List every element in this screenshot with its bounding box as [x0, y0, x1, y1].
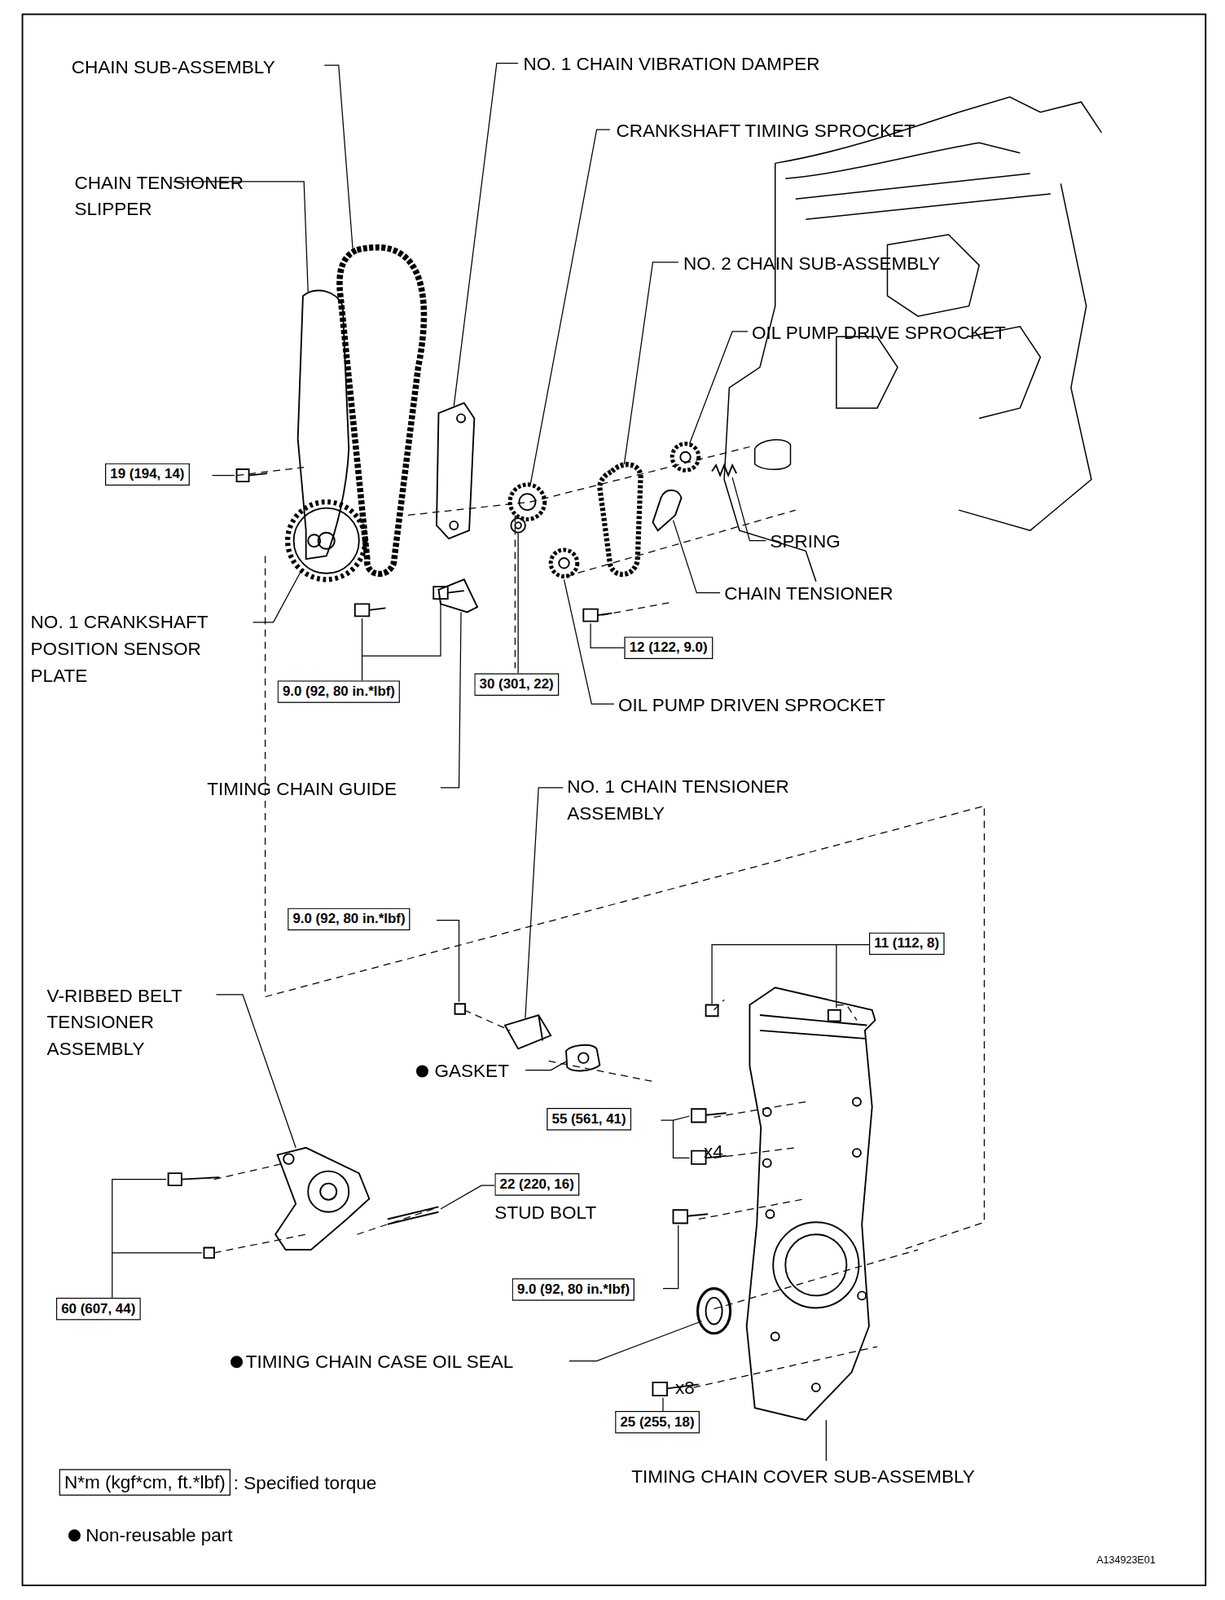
tensioner-slipper — [298, 290, 350, 560]
torque-spec-box: 9.0 (92, 80 in.*lbf) — [287, 908, 411, 931]
torque-spec-box: 19 (194, 14) — [105, 463, 190, 487]
torque-value: 9.0 (92, 80 in.*lbf) — [517, 1281, 630, 1297]
legend-entry: Non-reusable part — [85, 1521, 233, 1549]
crank-sprocket — [509, 484, 545, 520]
part-label: x4 — [703, 1138, 724, 1166]
torque-value: 12 (122, 9.0) — [629, 639, 708, 655]
part-label: SPRING — [769, 528, 840, 556]
engine-outline — [724, 96, 1102, 582]
part-label: CRANKSHAFT TIMING SPROCKET — [615, 117, 915, 145]
legend-text: : Specified torque — [233, 1472, 377, 1493]
drive-sprocket — [671, 443, 699, 471]
unit-sample-box: N*m (kgf*cm, ft.*lbf) — [59, 1468, 231, 1496]
torque-spec-box: 30 (301, 22) — [474, 673, 559, 697]
part-label: CHAIN TENSIONER SLIPPER — [74, 169, 284, 223]
part-label: STUD BOLT — [494, 1199, 597, 1227]
part-label: CHAIN SUB-ASSEMBLY — [71, 53, 276, 81]
gasket — [566, 1044, 600, 1072]
part-label: TIMING CHAIN COVER SUB-ASSEMBLY — [631, 1462, 975, 1490]
timing-chain-cover — [746, 987, 876, 1420]
chain-2 — [599, 464, 641, 575]
torque-value: 22 (220, 16) — [500, 1176, 575, 1192]
driven-sprocket — [550, 549, 578, 577]
sensor-plate — [287, 501, 365, 580]
belt-tensioner — [275, 1147, 369, 1250]
chain-guide — [438, 579, 478, 612]
part-label: OIL PUMP DRIVEN SPROCKET — [618, 691, 886, 719]
part-label: x8 — [675, 1374, 695, 1401]
spring — [711, 465, 737, 476]
torque-value: 55 (561, 41) — [551, 1110, 626, 1127]
part-label: GASKET — [434, 1058, 509, 1085]
torque-spec-box: 12 (122, 9.0) — [623, 636, 712, 659]
part-label: NO. 1 CHAIN VIBRATION DAMPER — [522, 51, 820, 79]
legend-entry: : Specified torque — [233, 1470, 377, 1498]
timing-chain — [339, 247, 424, 575]
torque-value: 25 (255, 18) — [619, 1413, 694, 1430]
torque-value: 9.0 (92, 80 in.*lbf) — [292, 910, 405, 927]
alignment-lines — [214, 447, 984, 1388]
torque-value: 19 (194, 14) — [109, 465, 185, 482]
torque-spec-box: 55 (561, 41) — [546, 1107, 632, 1131]
part-label: TIMING CHAIN GUIDE — [206, 775, 397, 803]
part-label: V-RIBBED BELT TENSIONER ASSEMBLY — [47, 982, 231, 1063]
part-label: CHAIN TENSIONER — [724, 580, 894, 608]
part-label: OIL PUMP DRIVE SPROCKET — [751, 319, 1006, 347]
torque-spec-box: 9.0 (92, 80 in.*lbf) — [277, 680, 401, 703]
legend-text: Non-reusable part — [85, 1524, 233, 1546]
torque-spec-box: 60 (607, 44) — [56, 1297, 141, 1321]
frame — [22, 14, 1207, 1586]
torque-spec-box: 25 (255, 18) — [614, 1410, 700, 1434]
chain-tensioner — [652, 490, 681, 531]
torque-value: 11 (112, 8) — [873, 935, 940, 951]
bolts — [168, 469, 841, 1396]
part-label: NO. 1 CRANKSHAFT POSITION SENSOR PLATE — [30, 609, 256, 690]
part-label: TIMING CHAIN CASE OIL SEAL — [245, 1348, 514, 1376]
torque-value: 30 (301, 22) — [479, 676, 554, 692]
vibration-damper — [436, 403, 475, 540]
tensioner-assembly — [504, 1014, 551, 1049]
part-label: NO. 2 CHAIN SUB-ASSEMBLY — [683, 250, 940, 277]
torque-spec-box: 22 (220, 16) — [494, 1172, 580, 1196]
torque-spec-box: 9.0 (92, 80 in.*lbf) — [512, 1277, 636, 1301]
part-label: NO. 1 CHAIN TENSIONER ASSEMBLY — [566, 772, 848, 826]
oil-seal — [698, 1288, 731, 1334]
torque-value: 60 (607, 44) — [61, 1300, 136, 1317]
torque-spec-box: 11 (112, 8) — [869, 932, 944, 956]
figure-code: A134923E01 — [1096, 1553, 1155, 1566]
torque-value: 9.0 (92, 80 in.*lbf) — [282, 683, 396, 699]
